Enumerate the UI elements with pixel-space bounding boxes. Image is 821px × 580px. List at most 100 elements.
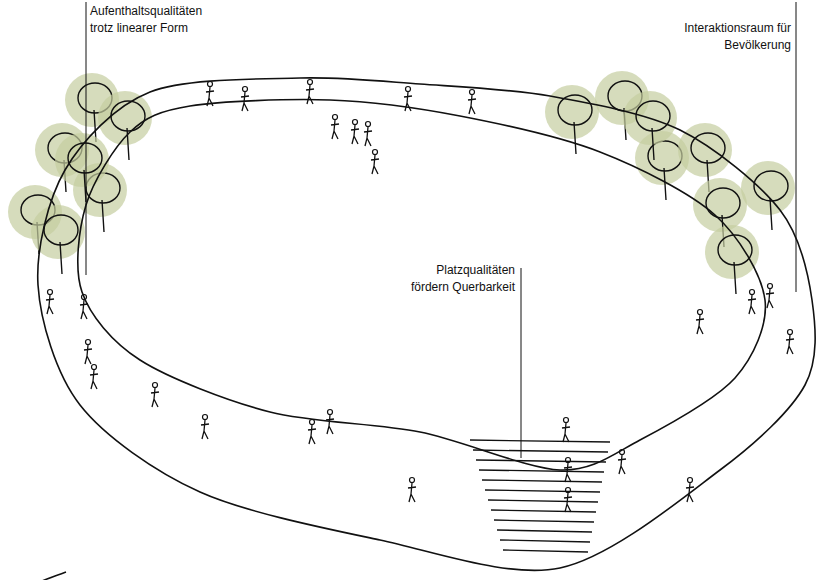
person-figure: [151, 383, 159, 408]
crosswalk-stripe: [473, 450, 608, 452]
person-head: [620, 450, 625, 455]
crosswalk-stripe: [485, 490, 600, 492]
tree-crown: [678, 123, 732, 177]
path-edge: [78, 100, 766, 470]
person-figure: [331, 115, 339, 140]
person-body: [564, 463, 572, 482]
tree-outline: [44, 215, 78, 245]
person-head: [308, 80, 313, 85]
person-body: [564, 493, 572, 512]
person-figure: [326, 410, 334, 435]
path-edge: [38, 78, 815, 571]
person-figure: [786, 330, 794, 355]
person-body: [408, 483, 416, 502]
callout-label: Interaktionsraum für Bevölkerung: [664, 20, 791, 54]
tree-trunk: [770, 198, 772, 230]
callout-label: Platzqualitäten fördern Querbarkeit: [401, 262, 515, 296]
tree-outline: [691, 133, 725, 163]
person-body: [151, 388, 159, 407]
person-head: [243, 87, 248, 92]
path-ring: [38, 78, 815, 571]
person-body: [748, 295, 756, 314]
person-figure: [748, 290, 756, 315]
person-body: [201, 420, 209, 439]
tree: [705, 225, 759, 294]
tree-outline: [754, 171, 788, 201]
person-figure: [686, 478, 694, 503]
crosswalk-stripe: [479, 470, 604, 472]
tree-outline: [558, 95, 592, 125]
person-figure: [46, 290, 54, 315]
person-figure: [306, 80, 314, 105]
person-head: [310, 420, 315, 425]
tree-crown: [741, 161, 795, 215]
tree-trunk: [734, 262, 736, 294]
person-figure: [90, 365, 98, 390]
person-figure: [308, 420, 316, 445]
tree-trunk: [60, 242, 62, 274]
person-body: [696, 315, 704, 334]
person-head: [328, 410, 333, 415]
person-body: [351, 125, 359, 144]
person-body: [80, 300, 88, 319]
person-figure: [371, 150, 379, 175]
tree-trunk: [102, 200, 104, 232]
person-head: [366, 122, 371, 127]
person-body: [84, 345, 92, 364]
person-head: [203, 415, 208, 420]
person-head: [698, 310, 703, 315]
person-body: [331, 120, 339, 139]
person-figure: [351, 120, 359, 145]
tree-trunk: [652, 128, 654, 160]
tree-trunk: [574, 122, 576, 154]
leader-line: [521, 268, 522, 458]
crosswalk-stripe: [482, 480, 602, 482]
person-body: [306, 85, 314, 104]
leader-line: [86, 2, 87, 275]
person-body: [686, 483, 694, 502]
person-figure: [201, 415, 209, 440]
person-head: [92, 365, 97, 370]
person-figure: [564, 488, 572, 513]
crosswalk-stripe: [503, 550, 588, 552]
crosswalk-stripes: [470, 440, 610, 552]
person-head: [750, 290, 755, 295]
person-head: [768, 284, 773, 289]
crosswalk-stripe: [500, 540, 590, 542]
person-figure: [84, 340, 92, 365]
tree: [545, 85, 599, 154]
crosswalk-stripe: [476, 460, 606, 462]
person-figure: [408, 478, 416, 503]
person-head: [353, 120, 358, 125]
person-figure: [206, 82, 214, 107]
person-head: [406, 87, 411, 92]
person-body: [90, 370, 98, 389]
sketch-stroke: [20, 572, 66, 580]
person-head: [48, 290, 53, 295]
tree: [31, 205, 85, 274]
person-figure: [364, 122, 372, 147]
person-figure: [562, 418, 570, 443]
person-figure: [766, 284, 774, 309]
person-body: [326, 415, 334, 434]
leader-line: [796, 2, 797, 292]
tree-crown: [693, 178, 747, 232]
person-body: [308, 425, 316, 444]
person-figure: [468, 90, 476, 115]
person-head: [153, 383, 158, 388]
callout-label: Aufenthaltsqualitäten trotz linearer For…: [90, 3, 222, 37]
person-head: [788, 330, 793, 335]
person-head: [566, 488, 571, 493]
person-head: [208, 82, 213, 87]
person-body: [241, 92, 249, 111]
person-head: [86, 340, 91, 345]
crosswalk-stripe: [470, 440, 610, 442]
person-body: [618, 455, 626, 474]
crosswalk-stripe: [491, 510, 596, 512]
person-head: [564, 418, 569, 423]
person-body: [206, 87, 214, 106]
person-body: [46, 295, 54, 314]
tree-outline: [111, 101, 145, 131]
